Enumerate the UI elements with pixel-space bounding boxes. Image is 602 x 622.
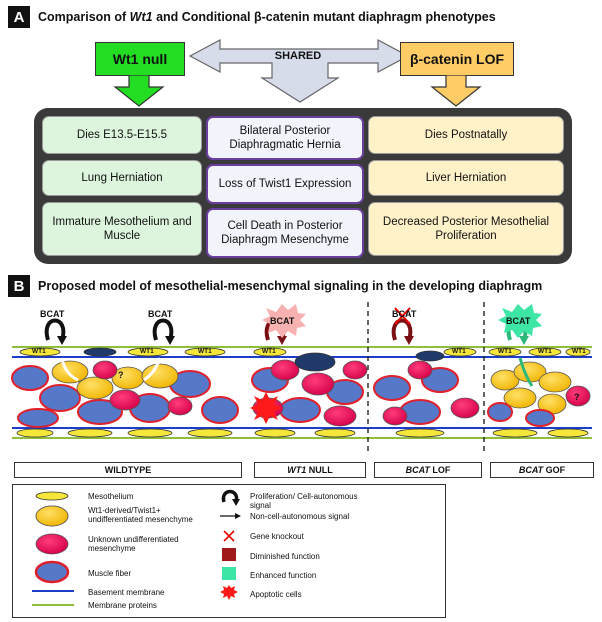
- caption-wt1-null: WT1 NULL: [254, 462, 366, 478]
- legend-symbols-left: [32, 491, 74, 606]
- legend-wt1-derived-label: Wt1-derived/Twist1+ undifferentiated mes…: [88, 506, 193, 524]
- legend-enhanced-label: Enhanced function: [250, 571, 317, 580]
- bcat-cell-2: Liver Herniation: [368, 160, 564, 196]
- caption-bcat-lof-italic: BCAT: [405, 465, 430, 475]
- legend-symbols-right: [220, 489, 241, 600]
- wildtype-tissue: [11, 318, 239, 438]
- caption-wildtype: WILDTYPE: [14, 462, 242, 478]
- panel-a-title-post: and Conditional β-catenin mutant diaphra…: [152, 10, 496, 24]
- wt1-label-5: WT1: [452, 348, 466, 355]
- wt1-cell-1: Dies E13.5-E15.5: [42, 116, 202, 154]
- panel-a-letter: A: [8, 6, 30, 28]
- panel-b-title: Proposed model of mesothelial-mesenchyma…: [38, 279, 543, 293]
- caption-bcat-gof-italic: BCAT: [518, 465, 544, 475]
- wt1-null-header: Wt1 null: [95, 42, 185, 76]
- wt1-label-6: WT1: [498, 348, 512, 355]
- shared-label: SHARED: [274, 50, 322, 62]
- panel-a-title: Comparison of Wt1 and Conditional β-cate…: [38, 10, 496, 24]
- panel-a-title-pre: Comparison of: [38, 10, 130, 24]
- wt1-cell-2: Lung Herniation: [42, 160, 202, 196]
- wt1-null-down-arrow: [113, 75, 165, 107]
- wt1-null-tissue: [250, 318, 368, 438]
- legend-muscle-label: Muscle fiber: [88, 569, 132, 578]
- caption-bcat-gof: BCAT GOF: [490, 462, 594, 478]
- legend-non-cell-label: Non-cell-autonomous signal: [250, 512, 350, 521]
- panel-b-letter: B: [8, 275, 30, 297]
- shared-cell-3: Cell Death in Posterior Diaphragm Mesenc…: [206, 208, 364, 258]
- bcat-label-wt-1: BCAT: [40, 309, 65, 319]
- wt1-label-4: WT1: [262, 348, 276, 355]
- question-mark-wt: ?: [118, 370, 124, 380]
- wt1-label-8: WT1: [572, 348, 586, 355]
- bcat-cell-1: Dies Postnatally: [368, 116, 564, 154]
- legend-membrane-proteins-label: Membrane proteins: [88, 601, 157, 610]
- wt1-cell-3: Immature Mesothelium and Muscle: [42, 202, 202, 256]
- shared-cell-2: Loss of Twist1 Expression: [206, 164, 364, 204]
- bcat-lof-down-arrow: [430, 75, 482, 107]
- panel-a-title-italic: Wt1: [129, 10, 153, 24]
- caption-bcat-lof-rest: LOF: [429, 465, 451, 475]
- legend-proliferation-label: Proliferation/ Cell-autonomous signal: [250, 492, 358, 510]
- bcat-label-gof: BCAT: [506, 316, 531, 326]
- caption-bcat-lof: BCAT LOF: [374, 462, 482, 478]
- wt1-label-3: WT1: [198, 348, 212, 355]
- bcat-lof-header: β-catenin LOF: [400, 42, 514, 76]
- bcat-label-lof: BCAT: [392, 309, 417, 319]
- bcat-lof-tissue: [373, 307, 480, 438]
- wt1-label-1: WT1: [32, 348, 46, 355]
- shared-cell-1: Bilateral Posterior Diaphragmatic Hernia: [206, 116, 364, 160]
- caption-bcat-gof-rest: GOF: [543, 465, 566, 475]
- legend-diminished-label: Diminished function: [250, 552, 320, 561]
- caption-wt1-null-italic: WT1: [287, 465, 307, 475]
- wt1-label-2: WT1: [140, 348, 154, 355]
- bcat-label-null: BCAT: [270, 316, 295, 326]
- bcat-gof-tissue: [487, 318, 591, 438]
- question-mark-gof: ?: [574, 392, 580, 402]
- caption-wt1-null-rest: NULL: [306, 465, 333, 475]
- legend-basement-label: Basement membrane: [88, 588, 165, 597]
- shared-double-arrow: [188, 39, 410, 103]
- signaling-cartoon: [11, 302, 592, 452]
- bcat-cell-3: Decreased Posterior Mesothelial Prolifer…: [368, 202, 564, 256]
- legend-knockout-label: Gene knockout: [250, 532, 304, 541]
- legend-mesothelium-label: Mesothelium: [88, 492, 134, 501]
- bcat-label-wt-2: BCAT: [148, 309, 173, 319]
- legend-apoptotic-label: Apoptotic cells: [250, 590, 302, 599]
- wt1-label-7: WT1: [538, 348, 552, 355]
- legend-unknown-label: Unknown undifferentiated mesenchyme: [88, 535, 179, 553]
